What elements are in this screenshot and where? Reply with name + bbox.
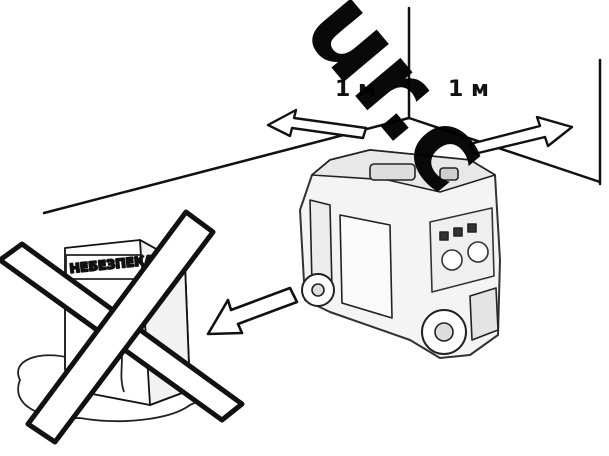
clearance-arrow-right xyxy=(468,115,574,156)
outlet-icon xyxy=(441,249,463,271)
wheel-hub-icon xyxy=(434,322,454,342)
clearance-arrow-left xyxy=(266,108,368,140)
inverter-generator xyxy=(299,149,501,359)
outline-arrow-icon xyxy=(266,108,368,140)
prohibition-cross xyxy=(0,209,245,445)
control-panel xyxy=(429,207,495,293)
generator-side-panel xyxy=(339,214,393,319)
switch-icon xyxy=(439,231,449,241)
x-cross-icon xyxy=(25,209,216,445)
fuel-cap-icon xyxy=(439,167,459,181)
wheel-hub-icon xyxy=(311,283,325,297)
floor-right-edge xyxy=(407,116,602,184)
switch-icon xyxy=(467,223,477,233)
switch-icon xyxy=(453,227,463,237)
front-grille xyxy=(469,287,499,341)
distance-label-left: 1 м xyxy=(335,77,376,102)
outline-arrow-icon xyxy=(206,286,299,336)
distance-label-right: 1 м xyxy=(448,77,489,102)
outlet-icon xyxy=(467,241,489,263)
outline-arrow-icon xyxy=(468,115,574,156)
exhaust-direction-arrow xyxy=(206,286,299,336)
generator-handle xyxy=(369,163,416,181)
